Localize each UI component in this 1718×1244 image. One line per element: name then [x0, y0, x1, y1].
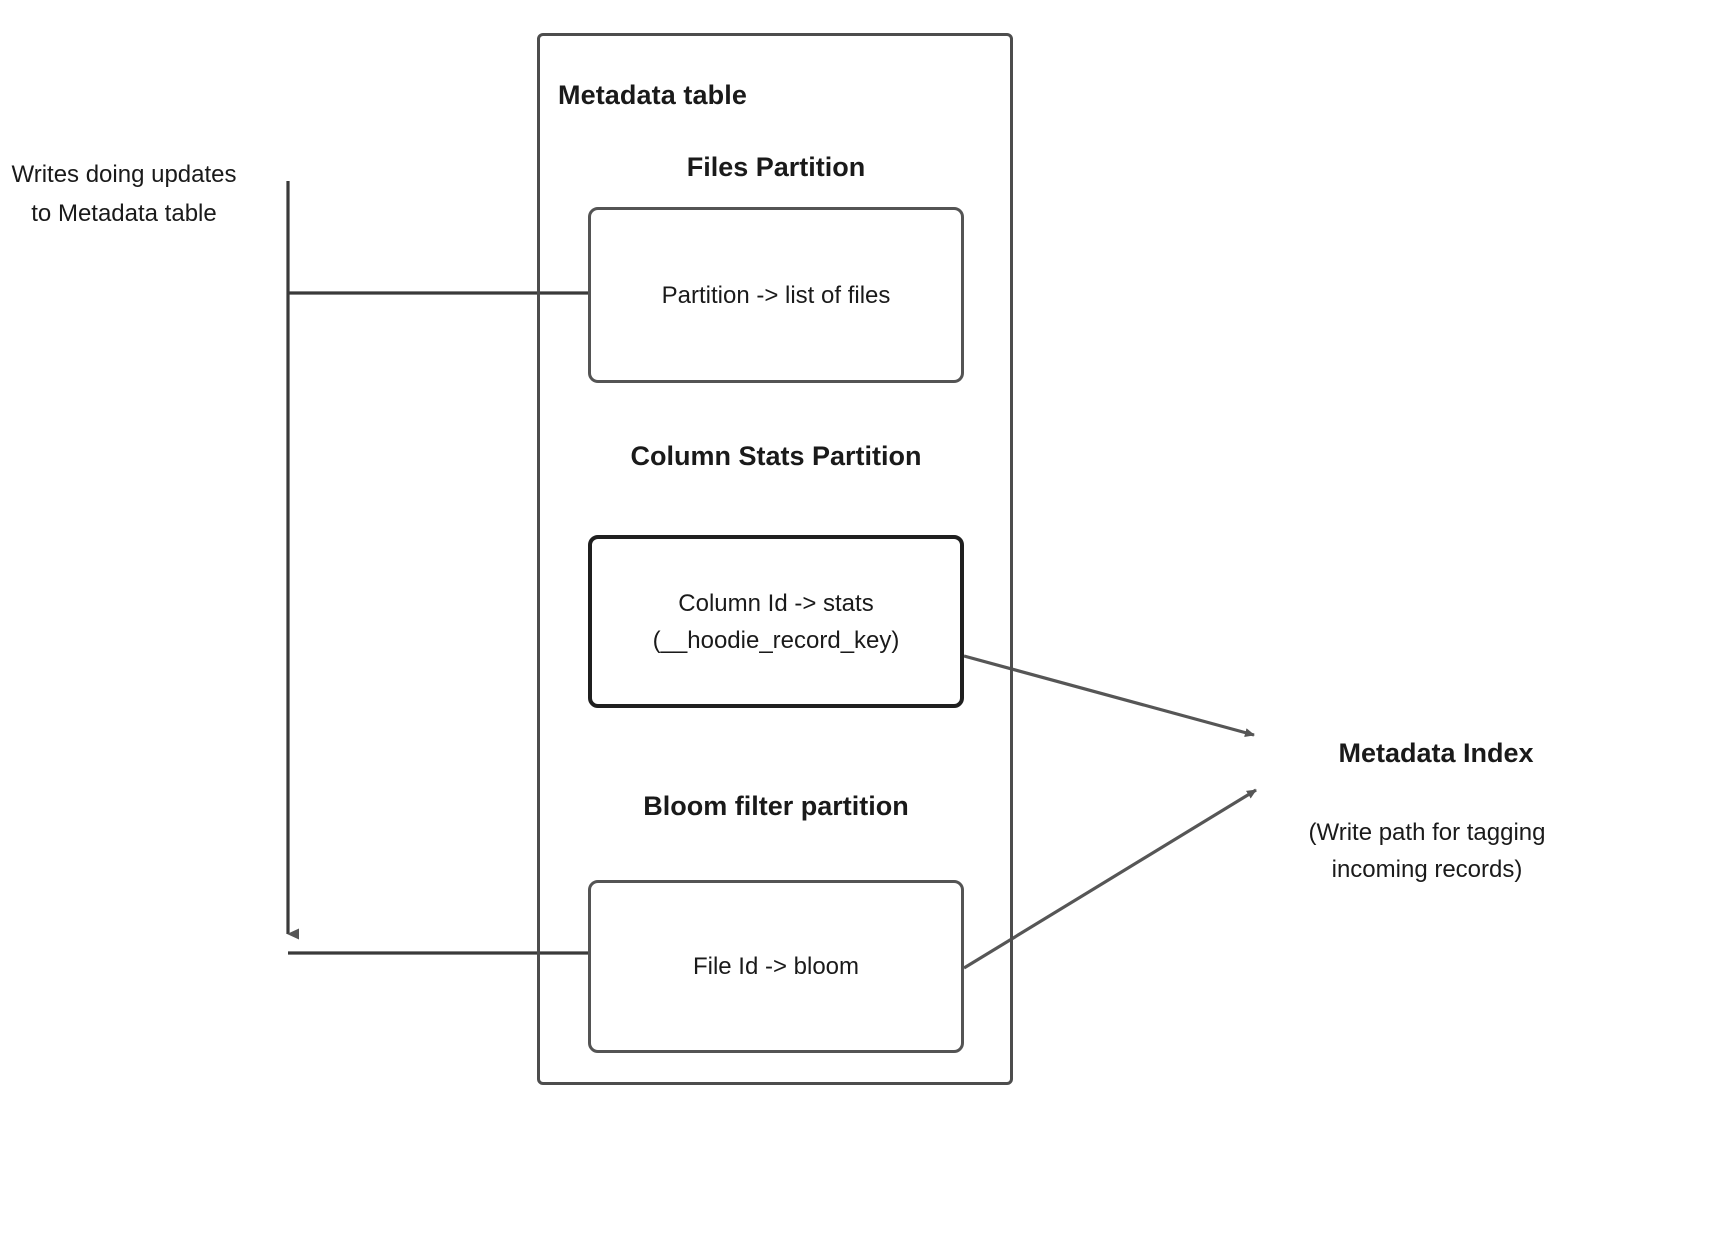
files-partition-box[interactable]: Partition -> list of files: [588, 207, 964, 383]
column-stats-partition-heading: Column Stats Partition: [630, 441, 922, 471]
metadata-table-title: Metadata table: [558, 80, 747, 110]
metadata-table-container: [537, 33, 1013, 1085]
files-partition-box-text: Partition -> list of files: [661, 281, 891, 309]
column-stats-box-text-line2: (__hoodie_record_key): [652, 626, 900, 654]
bloom-filter-box-text: File Id -> bloom: [692, 953, 860, 980]
metadata-index-title: Metadata Index: [1338, 738, 1534, 768]
column-stats-box-text-line1: Column Id -> stats: [678, 589, 874, 617]
bloom-filter-partition-heading: Bloom filter partition: [643, 791, 909, 821]
writes-source-label: Writes doing updates to Metadata table: [11, 161, 237, 227]
bloom-filter-partition-box[interactable]: File Id -> bloom: [588, 880, 964, 1053]
column-stats-box-text: Column Id -> stats (__hoodie_record_key): [641, 585, 912, 659]
metadata-index-note: (Write path for tagging incoming records…: [1308, 819, 1546, 883]
column-stats-partition-box[interactable]: Column Id -> stats (__hoodie_record_key): [588, 535, 964, 708]
files-partition-heading: Files Partition: [686, 152, 866, 182]
